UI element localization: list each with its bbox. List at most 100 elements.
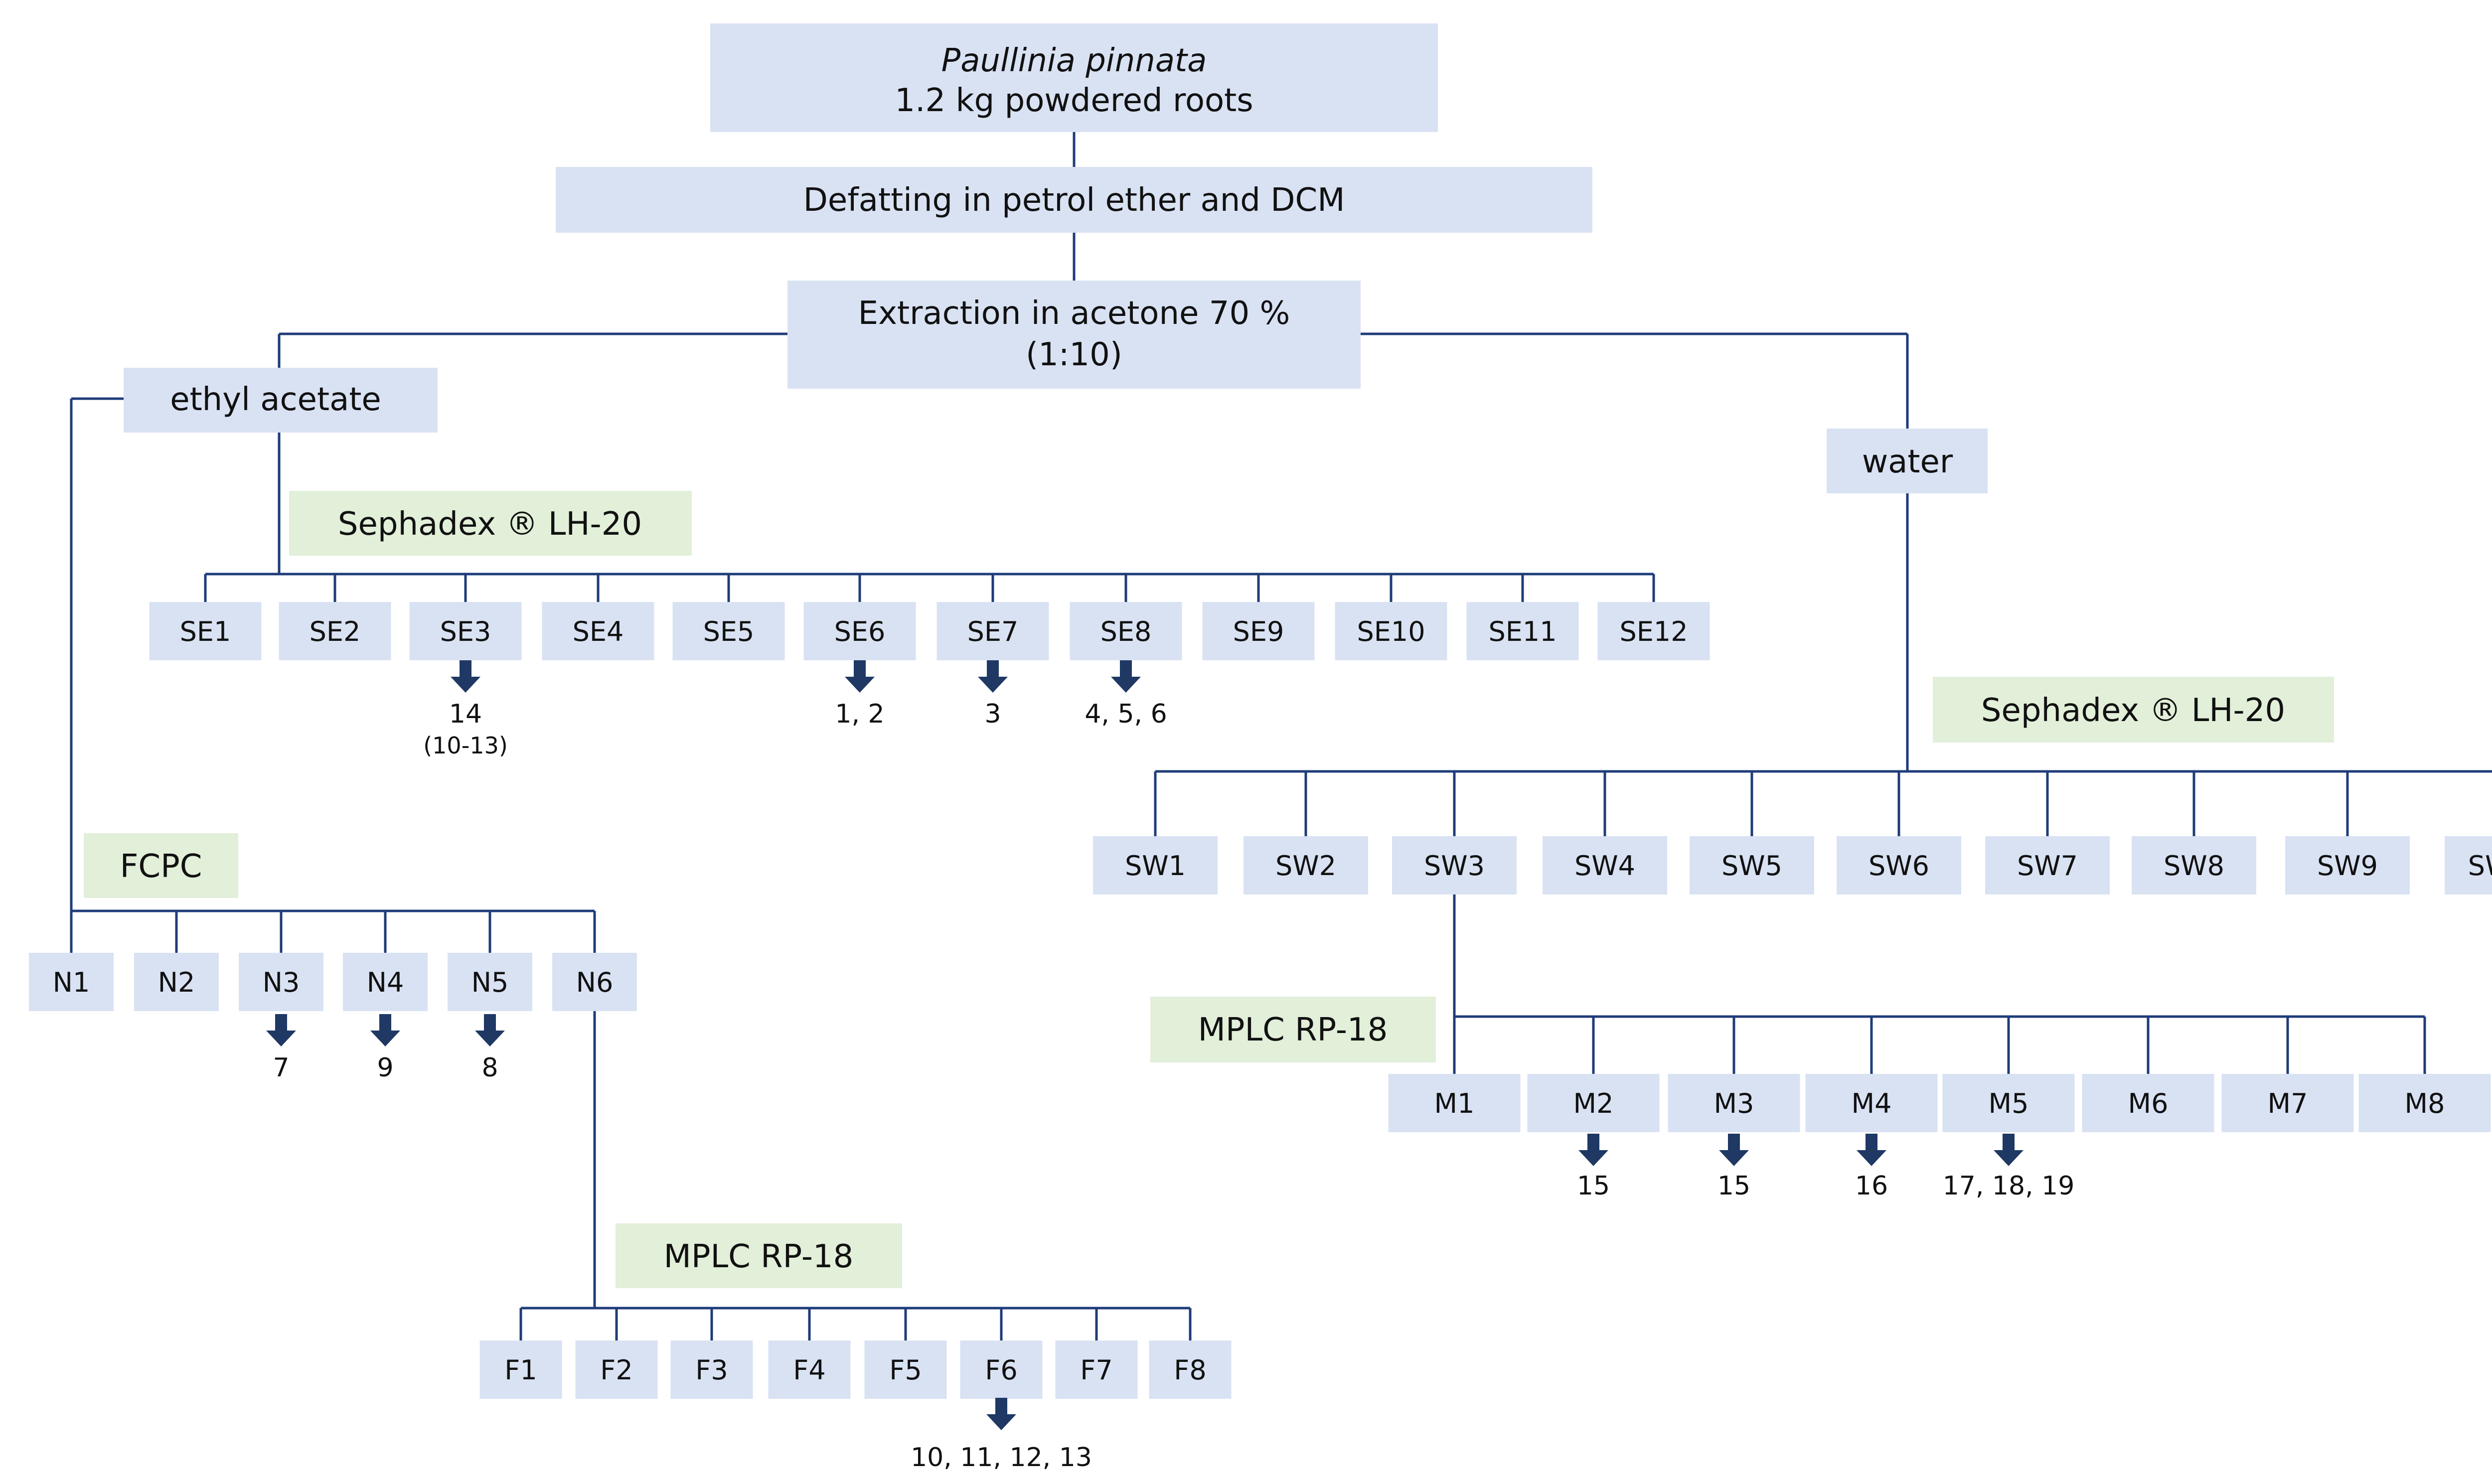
fraction-box — [1244, 836, 1368, 894]
fraction-box — [864, 1340, 947, 1399]
extraction-ratio: (1:10) — [1026, 336, 1122, 373]
fraction-box — [1690, 836, 1814, 894]
fraction-label: SE5 — [703, 616, 755, 647]
fraction-label: SE11 — [1488, 616, 1557, 647]
fraction-box — [409, 602, 522, 660]
method-box — [84, 833, 238, 898]
method-label: MPLC RP-18 — [1198, 1012, 1388, 1048]
fraction-box — [1466, 602, 1579, 660]
ethyl-acetate-node: ethyl acetate — [124, 368, 438, 433]
fraction-box — [1942, 1074, 2075, 1132]
fraction-label: F7 — [1080, 1354, 1112, 1386]
method-sephadex-top: Sephadex ® LH-20 — [289, 491, 692, 556]
fraction-label: M7 — [2268, 1088, 2308, 1119]
fraction-label: M5 — [1989, 1088, 2029, 1119]
fraction-box — [134, 953, 219, 1011]
fraction-box — [768, 1340, 851, 1399]
down-arrow-icon — [370, 1014, 400, 1046]
result-m5: 17, 18, 19 — [1943, 1134, 2075, 1201]
method-box — [289, 491, 692, 556]
fraction-label: N1 — [53, 967, 90, 998]
fraction-f3: F3 — [670, 1340, 753, 1399]
fraction-m5: M5 — [1942, 1074, 2075, 1132]
root-species: Paullinia pinnata — [941, 42, 1207, 79]
result-compound: 15 — [1577, 1171, 1610, 1201]
fraction-label: SW4 — [1574, 850, 1635, 882]
fraction-m1: M1 — [1388, 1074, 1521, 1132]
fraction-label: M6 — [2128, 1088, 2169, 1119]
fraction-label: M8 — [2405, 1088, 2445, 1119]
fraction-label: M3 — [1714, 1088, 1754, 1119]
result-n3: 7 — [266, 1014, 296, 1083]
result-compound: 1, 2 — [835, 699, 884, 729]
fraction-sw3: SW3 — [1392, 836, 1517, 894]
water-node: water — [1827, 429, 1988, 493]
fraction-sw7: SW7 — [1985, 836, 2110, 894]
fraction-box — [672, 602, 785, 660]
fraction-label: SE6 — [834, 616, 886, 647]
method-mplc-right: MPLC RP-18 — [1150, 997, 1436, 1062]
fraction-label: SE12 — [1619, 616, 1688, 647]
fraction-box — [1388, 1074, 1521, 1132]
result-compound: 7 — [273, 1053, 289, 1083]
result-n4: 9 — [370, 1014, 400, 1083]
water-label: water — [1862, 444, 1953, 480]
method-box — [1933, 677, 2334, 742]
fraction-label: SE8 — [1100, 616, 1152, 647]
fraction-box — [479, 1340, 562, 1399]
down-arrow-icon — [1719, 1134, 1749, 1166]
fraction-label: F1 — [504, 1354, 537, 1386]
fraction-box — [1070, 602, 1182, 660]
method-box — [616, 1223, 902, 1288]
fraction-label: SW2 — [1275, 850, 1336, 882]
fraction-box — [2082, 1074, 2214, 1132]
result-m3: 15 — [1717, 1134, 1750, 1201]
fraction-f6: F6 — [960, 1340, 1043, 1399]
result-note: (10-13) — [423, 732, 508, 759]
fraction-box — [149, 602, 262, 660]
result-compound: 15 — [1717, 1171, 1750, 1201]
fraction-sw6: SW6 — [1837, 836, 1961, 894]
fraction-sw8: SW8 — [2132, 836, 2256, 894]
fraction-label: SE1 — [180, 616, 231, 647]
fraction-box — [1202, 602, 1315, 660]
fraction-label: F4 — [793, 1354, 825, 1386]
fraction-m7: M7 — [2221, 1074, 2354, 1132]
connector-lines — [70, 132, 2492, 1340]
fraction-box — [343, 953, 428, 1011]
result-se7: 3 — [978, 660, 1008, 729]
defatting-label: Defatting in petrol ether and DCM — [803, 182, 1345, 219]
fraction-label: SW5 — [1721, 850, 1782, 882]
fraction-label: N5 — [471, 967, 509, 998]
fraction-sw10: SW10 — [2445, 836, 2492, 894]
fraction-box — [670, 1340, 753, 1399]
fraction-se11: SE11 — [1466, 602, 1579, 660]
fraction-se10: SE10 — [1335, 602, 1447, 660]
fraction-label: F8 — [1174, 1354, 1206, 1386]
result-compound: 17, 18, 19 — [1943, 1171, 2075, 1201]
fraction-label: N6 — [576, 967, 614, 998]
fraction-n3: N3 — [239, 953, 323, 1011]
fraction-label: SW9 — [2317, 850, 2378, 882]
fraction-f4: F4 — [768, 1340, 851, 1399]
result-compound: 14 — [449, 699, 482, 729]
result-m2: 15 — [1577, 1134, 1610, 1201]
result-compound: 9 — [377, 1053, 393, 1083]
fraction-se4: SE4 — [542, 602, 654, 660]
fraction-label: SE7 — [967, 616, 1019, 647]
defatting-node: Defatting in petrol ether and DCM — [556, 167, 1592, 233]
method-label: FCPC — [120, 848, 202, 885]
method-label: Sephadex ® LH-20 — [338, 506, 642, 543]
fraction-box — [2221, 1074, 2354, 1132]
result-f6: 10, 11, 12, 13 — [911, 1398, 1092, 1473]
fraction-n6: N6 — [552, 953, 637, 1011]
ethyl-acetate-label: ethyl acetate — [170, 381, 381, 418]
defatting-box — [556, 167, 1592, 233]
result-compound: 8 — [481, 1053, 498, 1083]
fraction-box — [960, 1340, 1043, 1399]
fraction-label: F3 — [695, 1354, 728, 1386]
fraction-box — [2358, 1074, 2491, 1132]
fraction-box — [1837, 836, 1961, 894]
fraction-label: N3 — [263, 967, 300, 998]
